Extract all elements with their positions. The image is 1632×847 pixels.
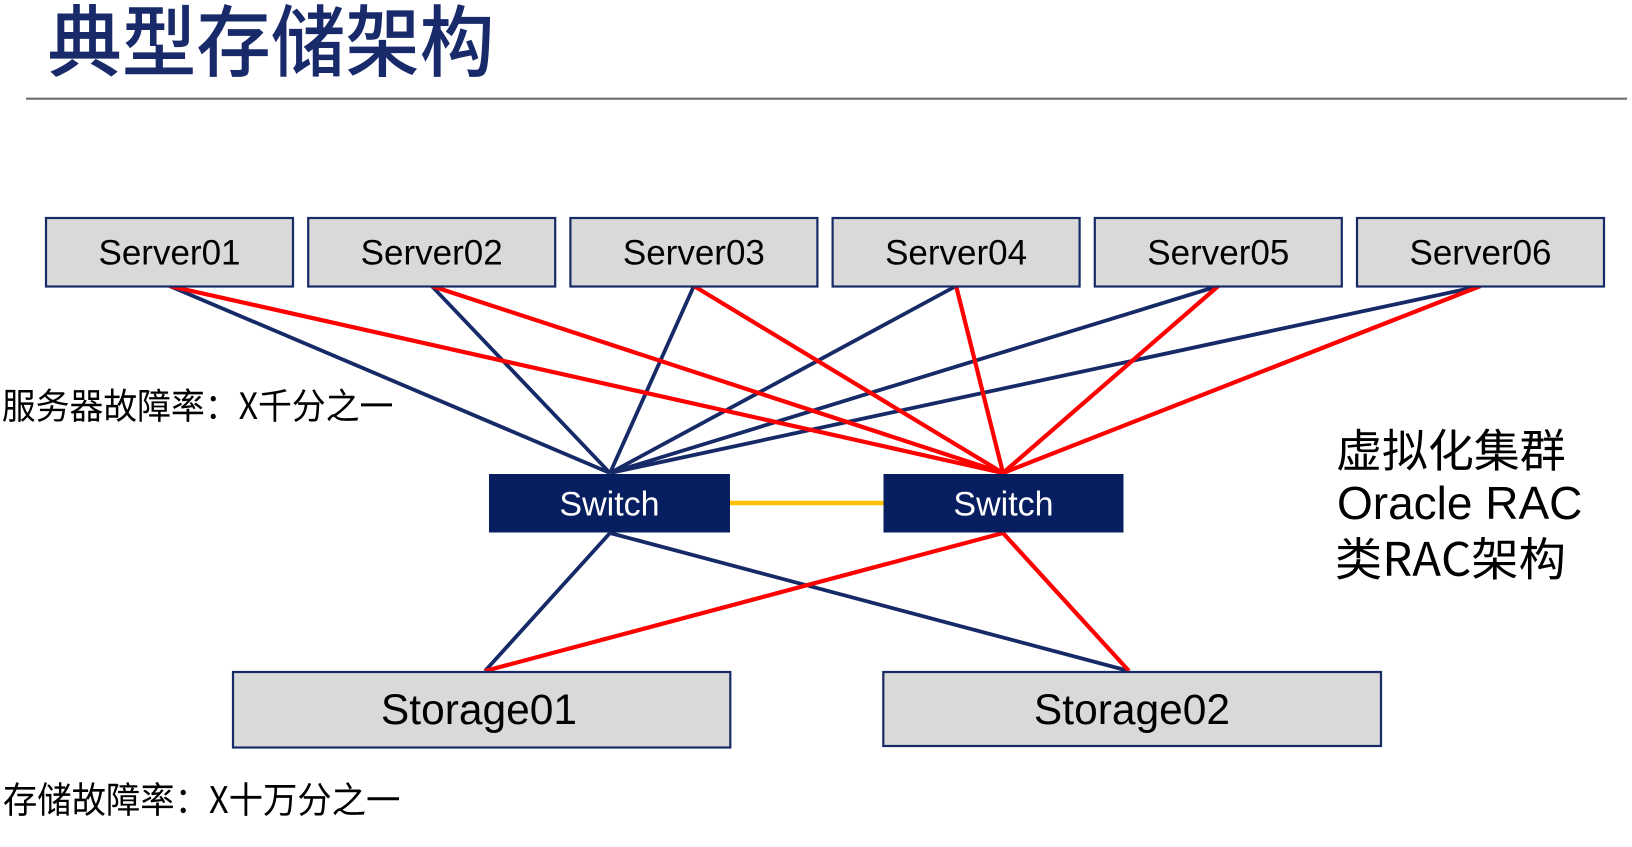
svg-text:Server02: Server02 <box>361 234 503 273</box>
svg-text:Switch: Switch <box>559 486 659 524</box>
svg-text:Switch: Switch <box>953 486 1053 524</box>
svg-text:Server04: Server04 <box>885 234 1027 273</box>
svg-text:Server01: Server01 <box>98 234 240 273</box>
svg-text:Storage01: Storage01 <box>381 687 577 734</box>
svg-text:Server03: Server03 <box>623 234 765 273</box>
svg-text:Server06: Server06 <box>1409 234 1551 273</box>
svg-text:Oracle RAC: Oracle RAC <box>1337 477 1582 529</box>
svg-text:Server05: Server05 <box>1147 234 1289 273</box>
svg-text:Storage02: Storage02 <box>1034 687 1230 734</box>
